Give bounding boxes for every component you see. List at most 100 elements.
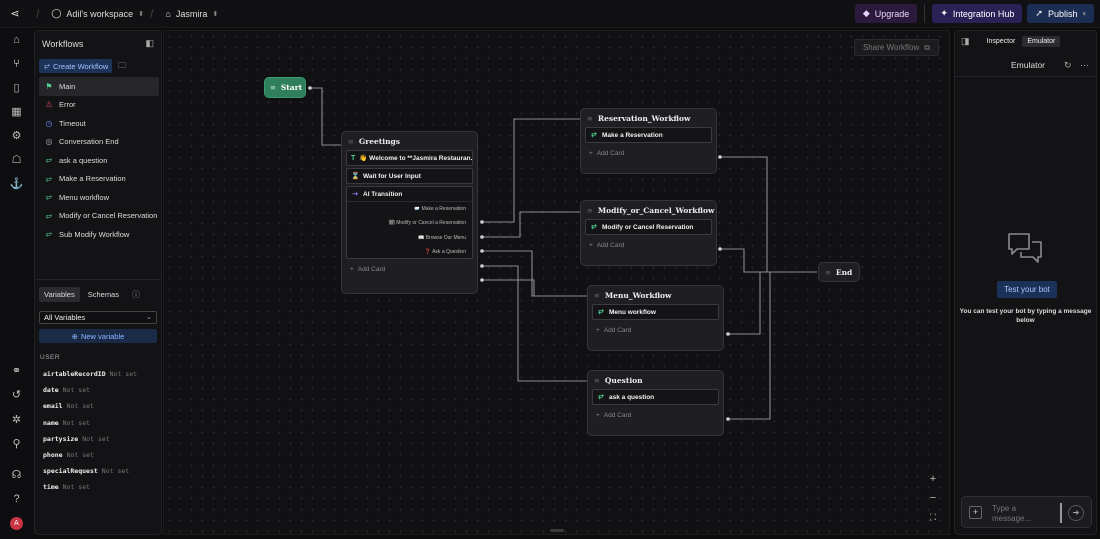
variable-name: name (43, 418, 59, 427)
breadcrumb-separator: / (36, 6, 40, 21)
start-node[interactable]: ≡ Start (264, 77, 306, 98)
card-label: Make a Reservation (602, 131, 663, 139)
sidebar-item-workflow[interactable]: ⥂ask a question (39, 151, 159, 170)
share-workflow-button[interactable]: Share Workflow ⧉ (853, 39, 939, 56)
tab-emulator[interactable]: Emulator (1022, 35, 1061, 47)
menu-workflow-node[interactable]: ≡ Menu_Workflow ⥂ Menu workflow + Add Ca… (587, 285, 724, 351)
sidebar-item-workflow[interactable]: ◎Conversation End (39, 133, 159, 152)
integration-hub-button[interactable]: ✦ Integration Hub (932, 4, 1023, 23)
reset-icon[interactable]: ↻ (1064, 60, 1072, 70)
sidebar-item-workflow[interactable]: ⥂Sub Modify Workflow (39, 225, 159, 244)
variable-value: Not set (62, 418, 91, 427)
more-options-icon[interactable]: ⋯ (1080, 60, 1089, 70)
sidebar-item-workflow[interactable]: ⥂Menu workflow (39, 188, 159, 207)
sidebar-item-workflow[interactable]: ⚠Error (39, 96, 159, 115)
reservation-workflow-node[interactable]: ≡ Reservation_Workflow ⥂ Make a Reservat… (580, 108, 717, 174)
tab-variables[interactable]: Variables (39, 287, 80, 302)
settings-icon[interactable]: ✲ (11, 414, 22, 426)
bot-icon: ⌂ (165, 8, 171, 19)
sidebar-item-workflow[interactable]: ⥂Make a Reservation (39, 170, 159, 189)
add-card-button[interactable]: + Add Card (588, 322, 723, 338)
sidebar-item-label: Menu workflow (59, 192, 110, 202)
greetings-node[interactable]: ≡ Greetings T 👋 Welcome to **Jasmira Res… (341, 131, 478, 294)
send-icon[interactable]: ➜ (1068, 505, 1084, 521)
sidebar-item-workflow[interactable]: ⚑Main (39, 77, 159, 96)
project-switcher[interactable]: ⌂ Jasmira ⬍ (165, 9, 218, 19)
workflow-nav-icon[interactable]: ⑂ (13, 58, 20, 70)
app-logo-icon[interactable]: ⋖ (10, 8, 20, 20)
attach-plus-icon[interactable]: + (969, 506, 982, 519)
create-workflow-button[interactable]: ⥂ Create Workflow (39, 59, 112, 73)
edge-reservation (482, 118, 580, 223)
variable-value: Not set (62, 386, 91, 395)
table-icon[interactable]: ▦ (11, 106, 22, 118)
port-dot (480, 264, 484, 268)
test-your-bot-button[interactable]: Test your bot (997, 281, 1057, 298)
question-node[interactable]: ≡ Question ⥂ ask a question + Add Card (587, 370, 724, 436)
collapse-panel-icon[interactable]: ◧ (145, 38, 154, 48)
sidebar-item-workflow[interactable]: ⥂Modify or Cancel Reservation (39, 207, 159, 226)
workflow-icon: ⥂ (598, 393, 604, 400)
workflow-canvas[interactable]: Share Workflow ⧉ ≡ Start ≡ Greetings T 👋… (163, 30, 950, 535)
new-folder-icon[interactable]: 🗀 (118, 61, 126, 70)
variable-name: airtableRecordID (43, 370, 106, 379)
tab-schemas[interactable]: Schemas (87, 290, 119, 299)
tab-inspector[interactable]: Inspector (986, 37, 1016, 45)
message-input[interactable]: Type a message... (992, 504, 1032, 523)
network-icon[interactable]: ⚭ (11, 365, 22, 377)
robot-icon[interactable]: ☖ (11, 154, 22, 166)
anchor-icon[interactable]: ⚓ (9, 178, 24, 190)
workflow-card[interactable]: ⥂ ask a question (592, 389, 719, 405)
message-card[interactable]: T 👋 Welcome to **Jasmira Restauran... (346, 150, 473, 166)
add-card-button[interactable]: + Add Card (588, 407, 723, 423)
add-card-label: Add Card (596, 241, 625, 249)
workflow-icon: ⥂ (44, 61, 50, 70)
canvas-resize-handle[interactable] (550, 529, 564, 532)
start-label: Start (280, 83, 303, 92)
zoom-in-icon[interactable]: + (929, 473, 937, 485)
wait-input-card[interactable]: ⌛ Wait for User Input (346, 168, 473, 184)
workspace-icon: ◯ (51, 8, 62, 18)
stop-circle-icon: ◎ (45, 137, 53, 147)
avatar[interactable]: A (10, 517, 23, 530)
workflow-card[interactable]: ⥂ Menu workflow (592, 304, 719, 320)
integration-hub-label: Integration Hub (952, 8, 1015, 19)
workflow-card[interactable]: ⥂ Modify or Cancel Reservation (585, 219, 712, 235)
workflow-card[interactable]: ⥂ Make a Reservation (585, 127, 712, 143)
gear-icon[interactable]: ⚙ (11, 130, 22, 142)
help-icon[interactable]: ? (13, 493, 20, 505)
home-icon[interactable]: ⌂ (13, 34, 20, 46)
end-node[interactable]: ≡ End (818, 262, 860, 282)
zoom-out-icon[interactable]: − (929, 492, 937, 504)
variable-filter-select[interactable]: All Variables ⌄ (39, 311, 157, 324)
headset-icon[interactable]: ☊ (11, 469, 22, 481)
upgrade-button[interactable]: ◆ Upgrade (854, 4, 918, 23)
new-variable-button[interactable]: ⊕ New variable (39, 329, 157, 343)
search-icon[interactable]: ⚲ (12, 438, 21, 450)
fit-view-icon[interactable]: ⛶ (929, 512, 937, 522)
port-dot (726, 417, 730, 421)
variable-section-title: USER (40, 354, 61, 361)
add-card-button[interactable]: + Add Card (581, 145, 716, 161)
ai-transition-card[interactable]: ⇢ AI Transition 📨 Make a Reservation 🗓 M… (346, 186, 473, 259)
variable-value: Not set (101, 467, 130, 476)
sidebar-toggle-icon[interactable]: ◨ (961, 35, 970, 46)
history-icon[interactable]: ↺ (11, 389, 22, 401)
sidebar-item-workflow[interactable]: ◷Timeout (39, 114, 159, 133)
help-circle-icon[interactable]: ⓘ (131, 290, 140, 299)
add-card-button[interactable]: + Add Card (581, 237, 716, 253)
publish-button[interactable]: ➚ Publish ▾ (1027, 4, 1094, 23)
workspace-switcher[interactable]: ◯ Adil's workspace ⬍ (51, 8, 144, 19)
book-icon[interactable]: ▯ (13, 82, 20, 94)
modify-cancel-workflow-node[interactable]: ≡ Modify_or_Cancel_Workflow ⥂ Modify or … (580, 200, 717, 266)
panel-title: Workflows (42, 39, 84, 49)
add-card-button[interactable]: + Add Card (342, 261, 477, 277)
